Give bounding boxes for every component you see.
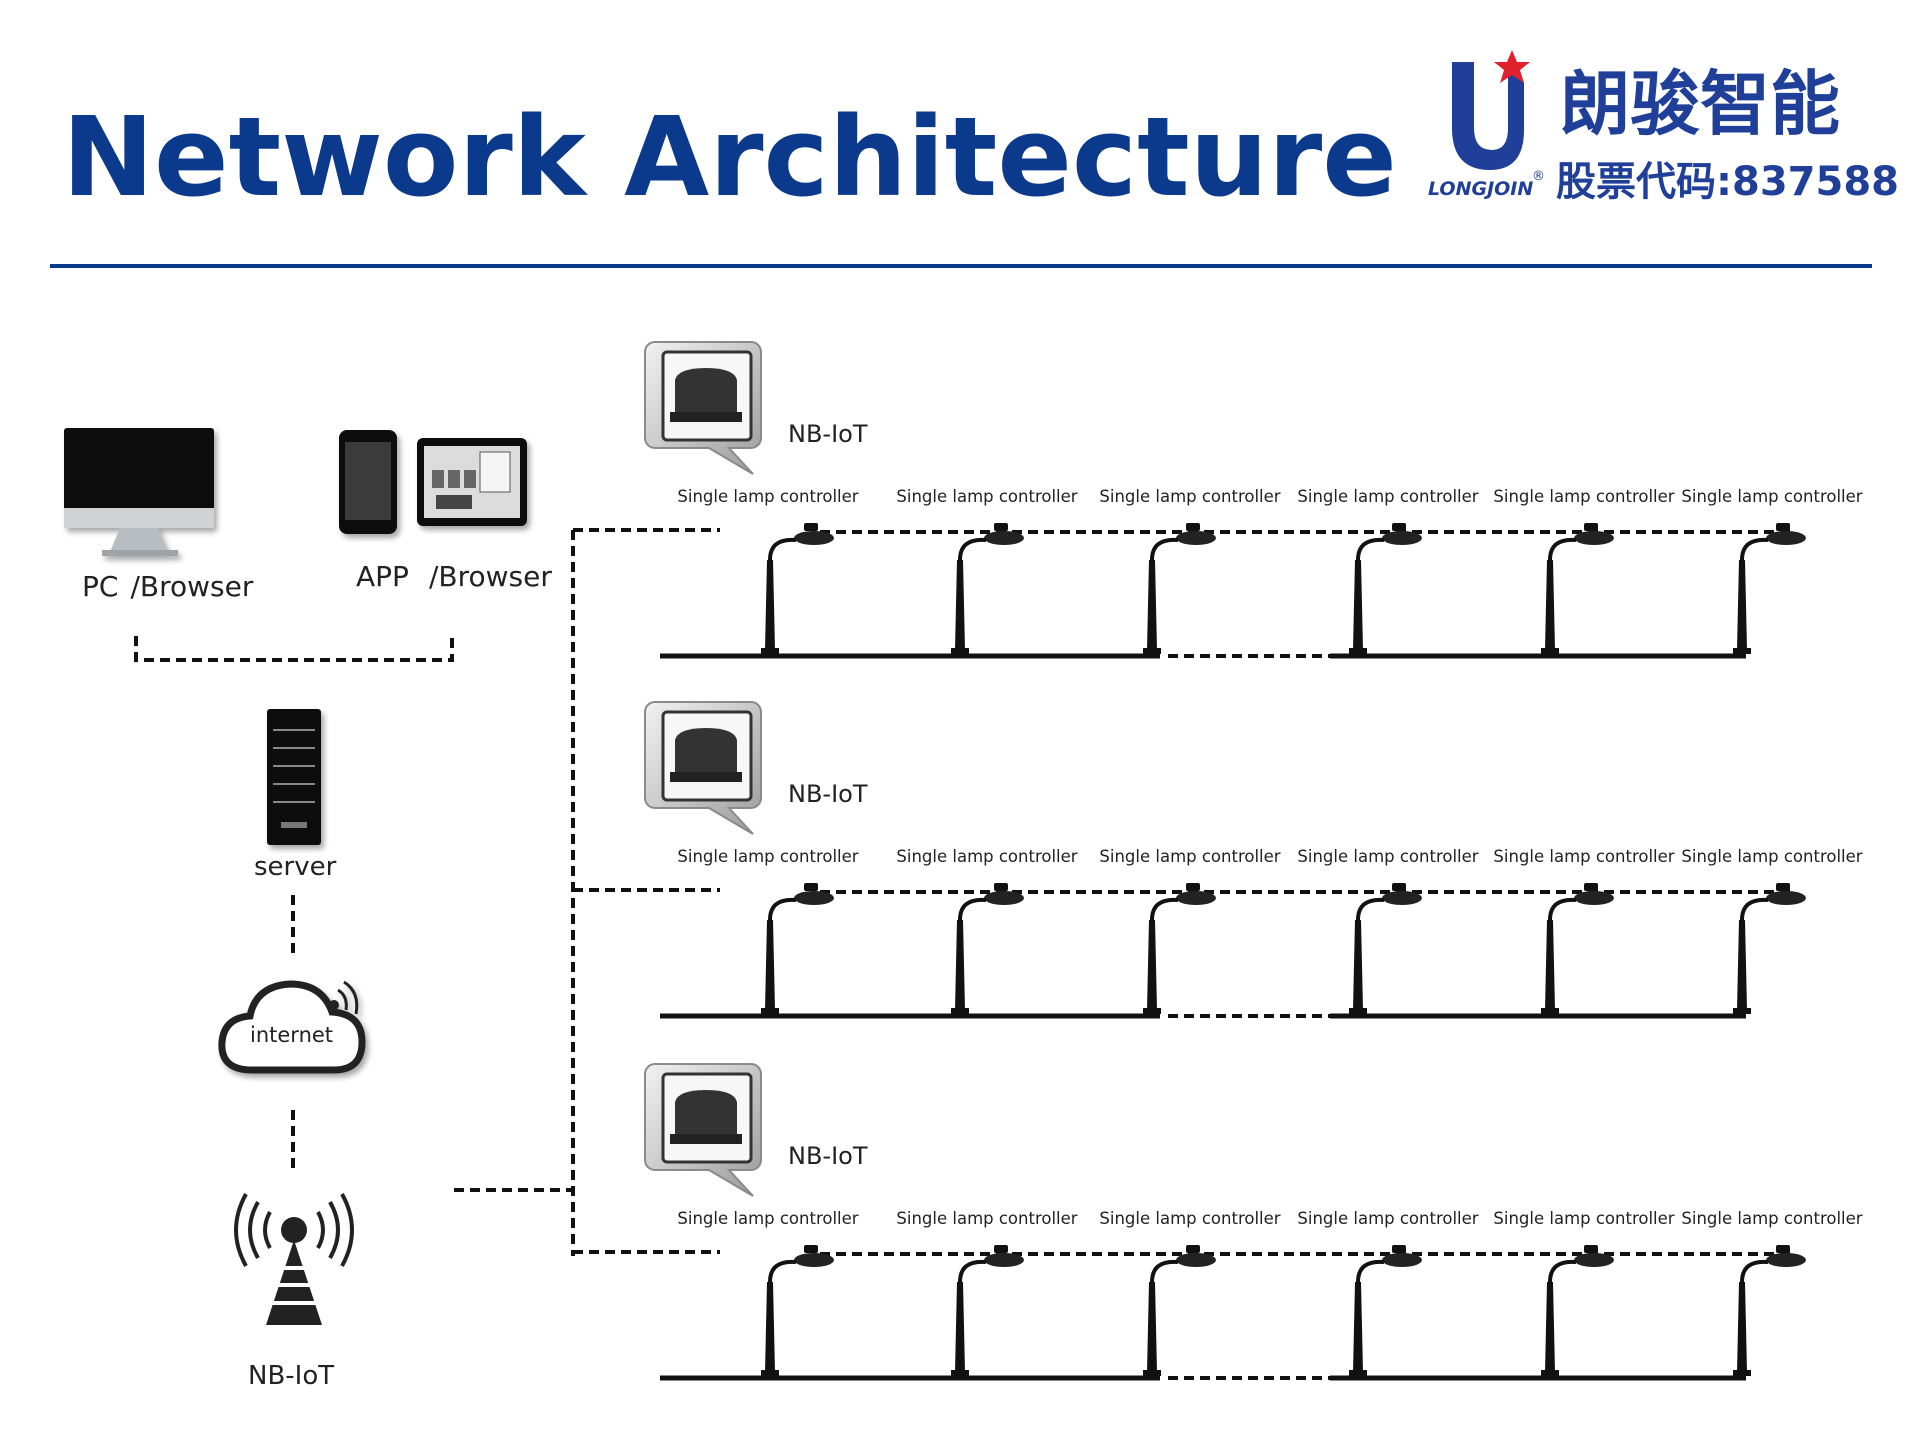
logo-u-mark: [1452, 62, 1524, 170]
brand-stock-line: 股票代码:837588: [1556, 159, 1899, 205]
brand-stock-prefix: 股票代码:: [1556, 159, 1732, 205]
controller-label: Single lamp controller: [1297, 847, 1478, 866]
street-lamp-icon: [1349, 1245, 1422, 1376]
controller-label: Single lamp controller: [1681, 1209, 1862, 1228]
street-lamp-icon: [1733, 1245, 1806, 1376]
street-lamp-icon: [951, 883, 1024, 1014]
street-lamp-icon: [1541, 1245, 1614, 1376]
nb-iot-tower-icon: [234, 1193, 354, 1325]
lamp-row: NB-IoT Single lamp controller Single lamp …: [573, 1063, 1863, 1381]
nb-iot-gateway-icon: [644, 701, 762, 835]
logo-text: LONGJOIN: [1428, 178, 1533, 200]
pc-monitor-icon: [64, 428, 214, 556]
controller-label: Single lamp controller: [1681, 847, 1862, 866]
tower-label: NB-IoT: [248, 1361, 334, 1391]
street-lamp-icon: [1143, 523, 1216, 654]
brand-stock-code: 837588: [1732, 159, 1899, 205]
controller-label: Single lamp controller: [677, 1209, 858, 1228]
street-lamp-icon: [761, 1245, 834, 1376]
gateway-label: NB-IoT: [788, 1142, 868, 1170]
lamp-row: NB-IoT Single lamp controller Single lamp …: [573, 701, 1863, 1019]
controller-label: Single lamp controller: [677, 847, 858, 866]
app-label-a: APP: [356, 560, 409, 593]
smartphone-icon: [339, 430, 397, 534]
street-lamp-icon: [1143, 1245, 1216, 1376]
tablet-app-icon: [417, 438, 527, 526]
controller-label: Single lamp controller: [896, 847, 1077, 866]
controller-label: Single lamp controller: [1099, 847, 1280, 866]
street-lamp-icon: [1349, 883, 1422, 1014]
gateway-label: NB-IoT: [788, 420, 868, 448]
nb-iot-gateway-icon: [644, 1063, 762, 1197]
pc-label-b: /Browser: [130, 570, 253, 603]
controller-label: Single lamp controller: [1681, 487, 1862, 506]
internet-cloud-icon: [218, 980, 366, 1074]
controller-label: Single lamp controller: [1099, 1209, 1280, 1228]
street-lamp-icon: [951, 1245, 1024, 1376]
street-lamp-icon: [761, 523, 834, 654]
controller-label: Single lamp controller: [1493, 1209, 1674, 1228]
server-icon: [267, 709, 321, 845]
street-lamp-icon: [761, 883, 834, 1014]
logo-star-icon: [1494, 50, 1530, 83]
client-bracket-connector: [134, 636, 454, 662]
page-title: Network Architecture: [62, 93, 1397, 221]
controller-label: Single lamp controller: [1297, 1209, 1478, 1228]
street-lamp-icon: [1733, 883, 1806, 1014]
app-label-b: /Browser: [429, 560, 552, 593]
lamp-row: NB-IoT Single lamp controller Single lamp …: [573, 341, 1863, 659]
street-lamp-icon: [1541, 883, 1614, 1014]
street-lamp-icon: [1733, 523, 1806, 654]
internet-label: internet: [250, 1023, 333, 1047]
controller-label: Single lamp controller: [1099, 487, 1280, 506]
controller-label: Single lamp controller: [896, 487, 1077, 506]
controller-label: Single lamp controller: [1493, 847, 1674, 866]
controller-label: Single lamp controller: [677, 487, 858, 506]
app-label: APP/Browser: [356, 560, 552, 593]
gateway-label: NB-IoT: [788, 780, 868, 808]
street-lamp-icon: [951, 523, 1024, 654]
server-label: server: [254, 852, 337, 882]
street-lamp-icon: [1349, 523, 1422, 654]
pc-label-a: PC: [82, 570, 118, 603]
logo-registered-mark: ®: [1532, 169, 1545, 184]
street-lamp-icon: [1143, 883, 1216, 1014]
nb-iot-gateway-icon: [644, 341, 762, 475]
brand-logo: LONGJOIN ® 朗骏智能 股票代码:837588: [1428, 50, 1899, 205]
controller-label: Single lamp controller: [896, 1209, 1077, 1228]
controller-label: Single lamp controller: [1297, 487, 1478, 506]
pc-label: PC/Browser: [82, 570, 254, 603]
street-lamp-icon: [1541, 523, 1614, 654]
brand-name-cn: 朗骏智能: [1560, 63, 1840, 145]
controller-label: Single lamp controller: [1493, 487, 1674, 506]
